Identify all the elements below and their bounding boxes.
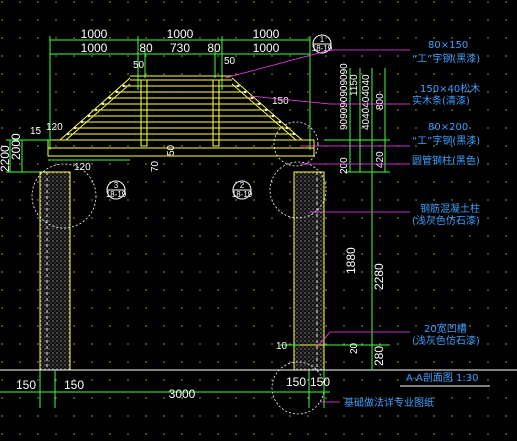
right-column <box>293 171 325 371</box>
dim-left-15: 15 <box>30 126 42 137</box>
svg-text:1: 1 <box>320 35 325 44</box>
note-groove-20: 20宽凹槽 <box>424 322 467 335</box>
dim-beam-70: 70 <box>150 160 161 172</box>
dim-50-left: 50 <box>133 60 145 71</box>
dim-top-2: 1000 <box>167 27 194 41</box>
svg-text:A-A剖面图 1:30: A-A剖面图 1:30 <box>406 371 479 384</box>
roof-structure <box>47 75 315 157</box>
left-column <box>39 171 71 371</box>
note-i-beam-80x200: 80×200 <box>428 122 468 133</box>
dim-right-20: 20 <box>349 342 360 354</box>
svg-text:18-19: 18-19 <box>106 190 127 199</box>
dim-top-3: 1000 <box>253 27 280 41</box>
dim-right-280: 280 <box>372 346 386 366</box>
dim-right-stack-2: 4040404040 <box>361 74 372 130</box>
dim-50-right: 50 <box>224 56 236 67</box>
dim-bottom-150-l2: 150 <box>64 378 84 392</box>
note-stone-paint-1: (浅灰色仿石漆) <box>412 214 480 227</box>
svg-text:3: 3 <box>114 181 119 190</box>
note-wood-slat: 实木条(清漆) <box>412 94 470 107</box>
dim-top2-2: 80 <box>139 41 153 55</box>
dim-left-2000: 2000 <box>9 133 23 160</box>
dim-right-200: 200 <box>339 157 350 174</box>
svg-text:18-19: 18-19 <box>312 44 333 53</box>
dim-left-2200: 2200 <box>0 145 12 172</box>
note-i-beam-black-1: “工”字钢(黑漆) <box>412 52 480 65</box>
note-leaders <box>224 49 410 347</box>
svg-text:2: 2 <box>240 181 245 190</box>
dim-right-stack: 909090909090 <box>339 63 350 130</box>
dim-top2-4: 80 <box>207 41 221 55</box>
svg-text:基础做法详专业图纸: 基础做法详专业图纸 <box>344 396 434 409</box>
svg-text:18-19: 18-19 <box>232 190 253 199</box>
dim-right-10: 10 <box>276 341 288 352</box>
top-dimensions <box>49 36 311 150</box>
dim-bottom-150-r2: 150 <box>310 375 330 389</box>
right-dimensions <box>280 68 390 370</box>
dim-top-1: 1000 <box>81 27 108 41</box>
dim-top2-1: 1000 <box>81 41 108 55</box>
dim-right-420: 420 <box>375 151 386 168</box>
dim-left-120: 120 <box>46 122 63 133</box>
dim-bottom-150-r1: 150 <box>286 375 306 389</box>
dim-top2-3: 730 <box>170 41 190 55</box>
dim-right-800: 800 <box>375 93 386 110</box>
bubble-2: 2 18-19 <box>232 180 253 200</box>
drawing-title: A-A剖面图 1:30 <box>400 371 490 387</box>
dim-right-2280: 2280 <box>372 263 386 290</box>
dim-bottom-150-l1: 150 <box>16 378 36 392</box>
dim-beam-120: 120 <box>74 162 91 173</box>
note-rc-column: 钢筋混凝土柱 <box>420 202 480 215</box>
bottom-dimensions <box>0 370 330 408</box>
note-pine-150x40: 150×40松木 <box>420 82 480 95</box>
note-stone-paint-2: (浅灰色仿石漆) <box>412 334 480 347</box>
bubble-3: 3 18-19 <box>106 180 127 200</box>
dim-right-1880: 1880 <box>344 247 358 274</box>
note-i-beam-80x150: 80×150 <box>428 40 468 51</box>
dim-top2-5: 1000 <box>253 41 280 55</box>
dim-bottom-3000: 3000 <box>169 387 196 401</box>
note-round-steel: 圆管钢柱(黑色) <box>412 154 480 167</box>
footer-note: 基础做法详专业图纸 <box>320 396 434 409</box>
dim-rafter-150: 150 <box>272 96 289 107</box>
bubble-1: 1 18-19 <box>312 34 333 54</box>
slat-sections <box>66 84 296 136</box>
note-i-beam-black-2: “工”字钢(黑漆) <box>412 134 480 147</box>
dim-right-1150: 1150 <box>349 74 360 96</box>
dim-beam-50: 50 <box>166 144 177 156</box>
